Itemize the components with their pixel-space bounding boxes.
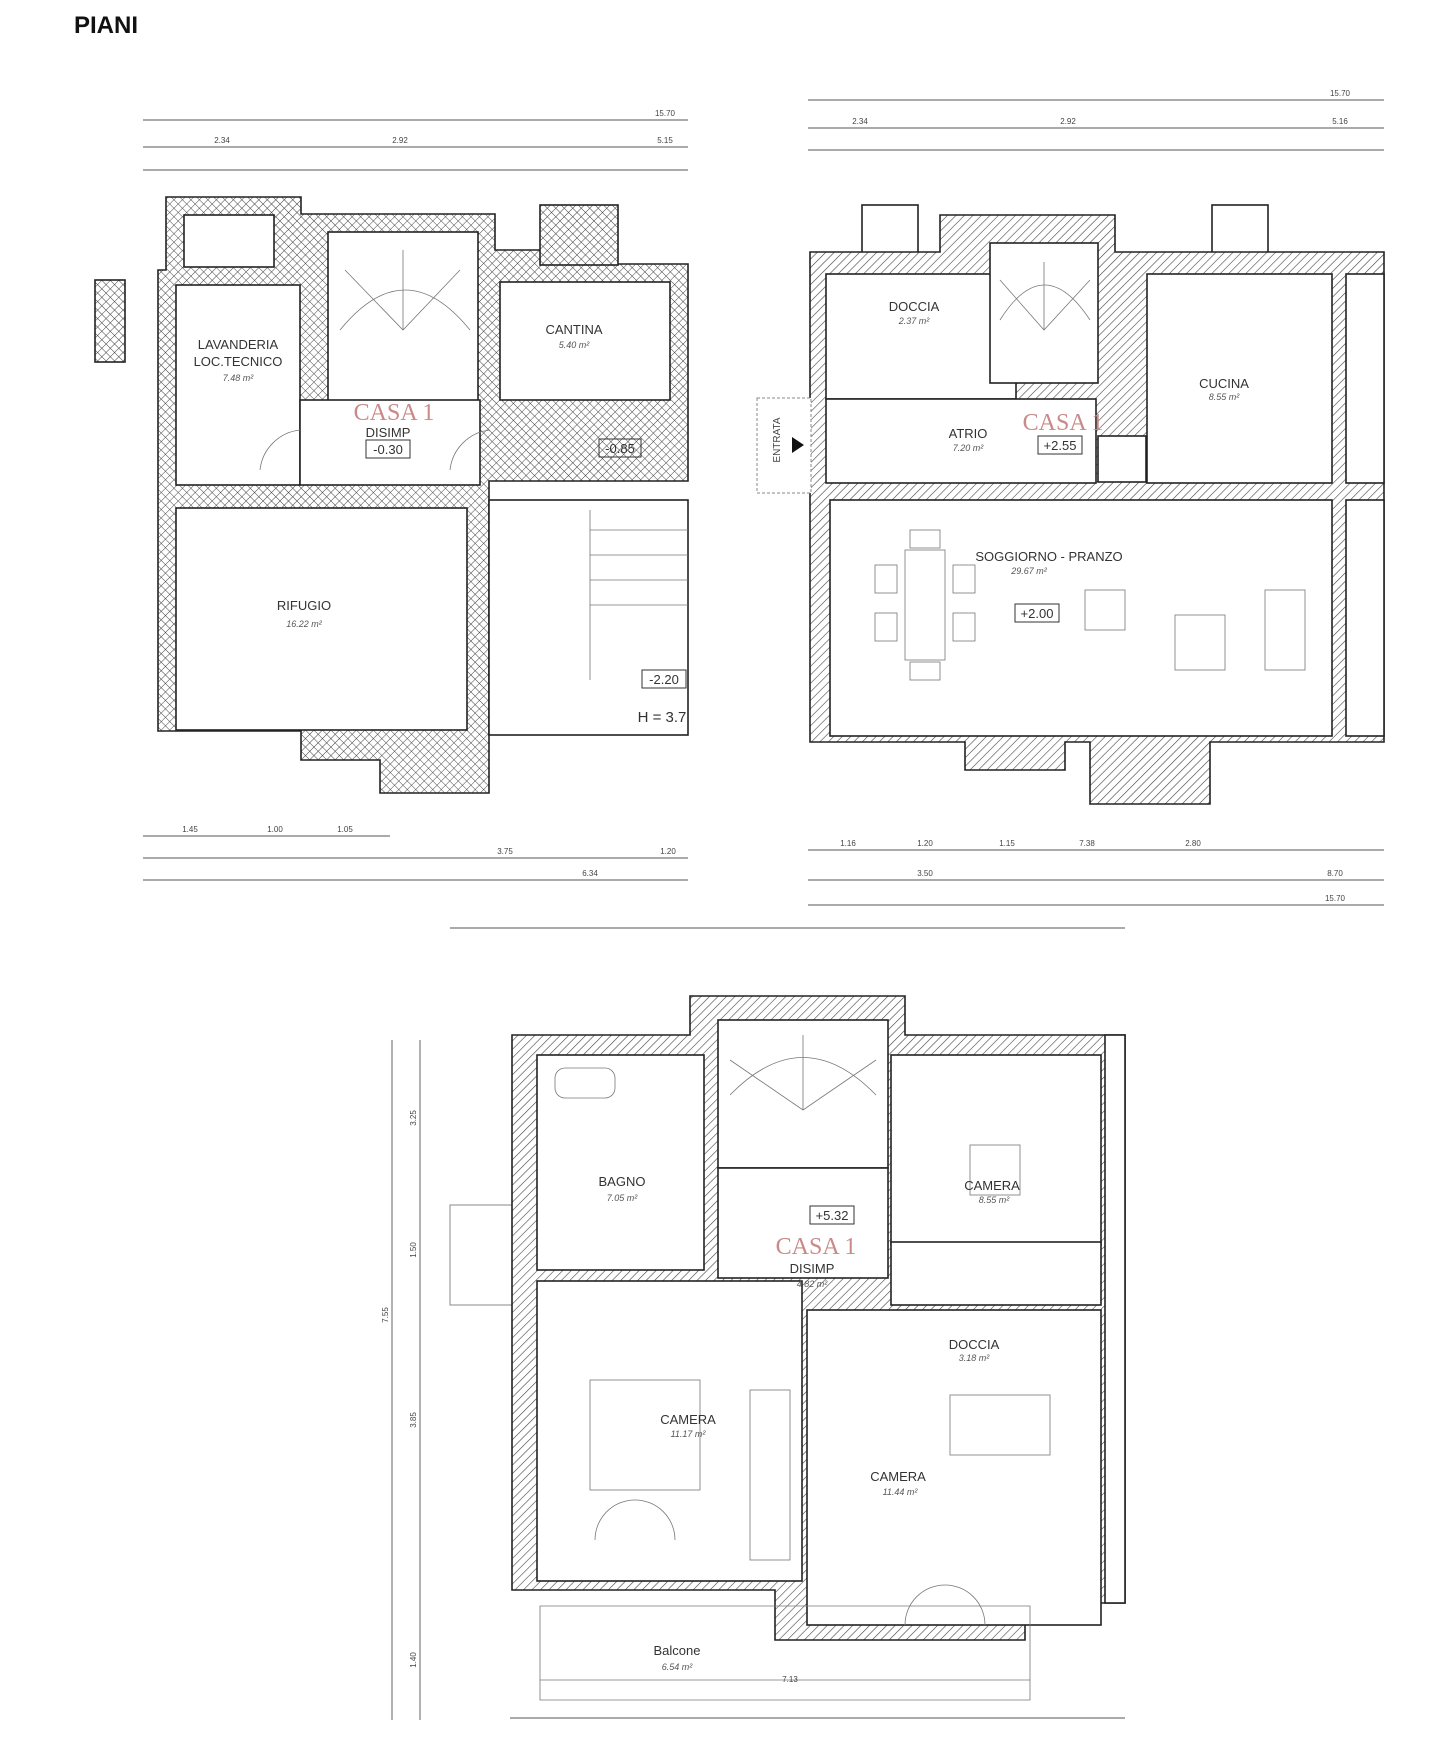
room-area: 7.48 m² — [223, 373, 255, 383]
room-label-camera: CAMERA — [660, 1412, 716, 1427]
svg-text:1.20: 1.20 — [917, 839, 933, 848]
room-area: 2.37 m² — [898, 316, 931, 326]
svg-text:1.20: 1.20 — [660, 847, 676, 856]
room-label-balcone: Balcone — [654, 1643, 701, 1658]
room-doccia — [825, 273, 1017, 400]
room-label-soggiorno-pranzo: SOGGIORNO - PRANZO — [975, 549, 1122, 564]
room-label-camera: CAMERA — [870, 1469, 926, 1484]
room-area: 8.55 m² — [1209, 392, 1241, 402]
room-label-cucina: CUCINA — [1199, 376, 1249, 391]
room-label-disimp: DISIMP — [790, 1261, 835, 1276]
room-area: 5.40 m² — [559, 340, 591, 350]
upper-plan: 3.25 1.50 3.85 1.40 7.55 BAGNO 7.05 m² +… — [381, 995, 1126, 1720]
room-label-doccia: DOCCIA — [889, 299, 940, 314]
svg-text:1.50: 1.50 — [409, 1242, 418, 1258]
svg-text:3.75: 3.75 — [497, 847, 513, 856]
house-label: CASA 1 — [354, 400, 435, 426]
svg-text:1.40: 1.40 — [409, 1652, 418, 1668]
room-lavanderia — [175, 284, 301, 486]
room-label-cantina: CANTINA — [545, 322, 602, 337]
room-camera-1 — [890, 1054, 1102, 1246]
svg-text:2.92: 2.92 — [392, 136, 408, 145]
svg-text:2.34: 2.34 — [852, 117, 868, 126]
svg-text:6.34: 6.34 — [582, 869, 598, 878]
svg-text:5.16: 5.16 — [1332, 117, 1348, 126]
room-rifugio — [175, 507, 468, 731]
room-area: 3.18 m² — [959, 1353, 991, 1363]
room-soggiorno — [829, 499, 1333, 737]
entrance-arrow-icon — [792, 437, 804, 453]
dimension-lines-top: 15.70 2.34 2.92 5.16 — [808, 89, 1384, 151]
dimension-lines-left: 3.25 1.50 3.85 1.40 7.55 — [381, 1040, 421, 1720]
entrance-label: ENTRATA — [772, 417, 783, 463]
room-area: 6.54 m² — [662, 1662, 694, 1672]
dimension-lines-top: 15.70 2.34 2.92 5.15 — [143, 109, 688, 171]
page-title: PIANI — [74, 12, 139, 39]
dimension-label: 7.13 — [782, 1675, 798, 1684]
room-cantina — [499, 281, 671, 401]
level-marker: -0.30 — [373, 442, 403, 457]
level-marker: -2.20 — [649, 672, 679, 687]
svg-text:3.50: 3.50 — [917, 869, 933, 878]
level-marker: -0.85 — [605, 441, 635, 456]
room-area: 7.05 m² — [607, 1193, 639, 1203]
level-marker: +2.55 — [1044, 438, 1077, 453]
room-label-bagno: BAGNO — [599, 1174, 646, 1189]
svg-text:3.25: 3.25 — [409, 1110, 418, 1126]
room-label-loc-tecnico: LOC.TECNICO — [194, 354, 283, 369]
room-disimp — [717, 1167, 889, 1279]
svg-text:15.70: 15.70 — [655, 109, 676, 118]
height-label: H = 3.7 — [638, 709, 687, 726]
room-area: 11.44 m² — [883, 1487, 919, 1497]
room-doccia — [890, 1241, 1102, 1306]
room-area: 16.22 m² — [286, 619, 323, 629]
level-marker: +2.00 — [1021, 606, 1054, 621]
svg-text:8.70: 8.70 — [1327, 869, 1343, 878]
room-label-lavanderia: LAVANDERIA — [198, 337, 279, 352]
dimension-lines-bottom: 1.45 1.00 1.05 3.75 1.20 6.34 — [143, 825, 688, 881]
svg-text:2.92: 2.92 — [1060, 117, 1076, 126]
room-area: 4.82 m² — [797, 1279, 829, 1289]
room-camera-2 — [536, 1280, 803, 1582]
room-cucina — [1146, 273, 1333, 484]
room-area: 29.67 m² — [1010, 566, 1048, 576]
svg-text:15.70: 15.70 — [1325, 894, 1346, 903]
svg-text:15.70: 15.70 — [1330, 89, 1351, 98]
svg-text:7.38: 7.38 — [1079, 839, 1095, 848]
room-label-rifugio: RIFUGIO — [277, 598, 331, 613]
level-marker: +5.32 — [816, 1208, 849, 1223]
svg-text:2.34: 2.34 — [214, 136, 230, 145]
svg-text:7.55: 7.55 — [381, 1307, 390, 1323]
basement-plan: 15.70 2.34 2.92 5.15 LAVANDERIA LOC.TECN… — [94, 109, 689, 881]
room-camera-3 — [806, 1309, 1102, 1626]
room-label-disimp: DISIMP — [366, 425, 411, 440]
room-disimp — [299, 399, 481, 486]
room-label-doccia: DOCCIA — [949, 1337, 1000, 1352]
room-area: 8.55 m² — [979, 1195, 1011, 1205]
room-area: 7.20 m² — [953, 443, 985, 453]
ground-plan: 15.70 2.34 2.92 5.16 ENTRATA DOCCIA 2.37… — [450, 89, 1385, 929]
house-label: CASA 1 — [1023, 410, 1104, 436]
svg-text:1.15: 1.15 — [999, 839, 1015, 848]
svg-text:1.00: 1.00 — [267, 825, 283, 834]
svg-text:1.16: 1.16 — [840, 839, 856, 848]
room-area: 11.17 m² — [671, 1429, 707, 1439]
svg-text:5.15: 5.15 — [657, 136, 673, 145]
svg-text:3.85: 3.85 — [409, 1412, 418, 1428]
dining-table — [874, 529, 1306, 681]
room-atrio — [825, 398, 1097, 484]
room-label-atrio: ATRIO — [949, 426, 988, 441]
room-label-camera: CAMERA — [964, 1178, 1020, 1193]
room-bagno — [536, 1054, 705, 1271]
dimension-lines-bottom: 1.16 1.20 1.15 7.38 2.80 3.50 8.70 15.70 — [450, 839, 1384, 929]
svg-text:1.45: 1.45 — [182, 825, 198, 834]
svg-text:2.80: 2.80 — [1185, 839, 1201, 848]
svg-text:1.05: 1.05 — [337, 825, 353, 834]
house-label: CASA 1 — [776, 1234, 857, 1260]
